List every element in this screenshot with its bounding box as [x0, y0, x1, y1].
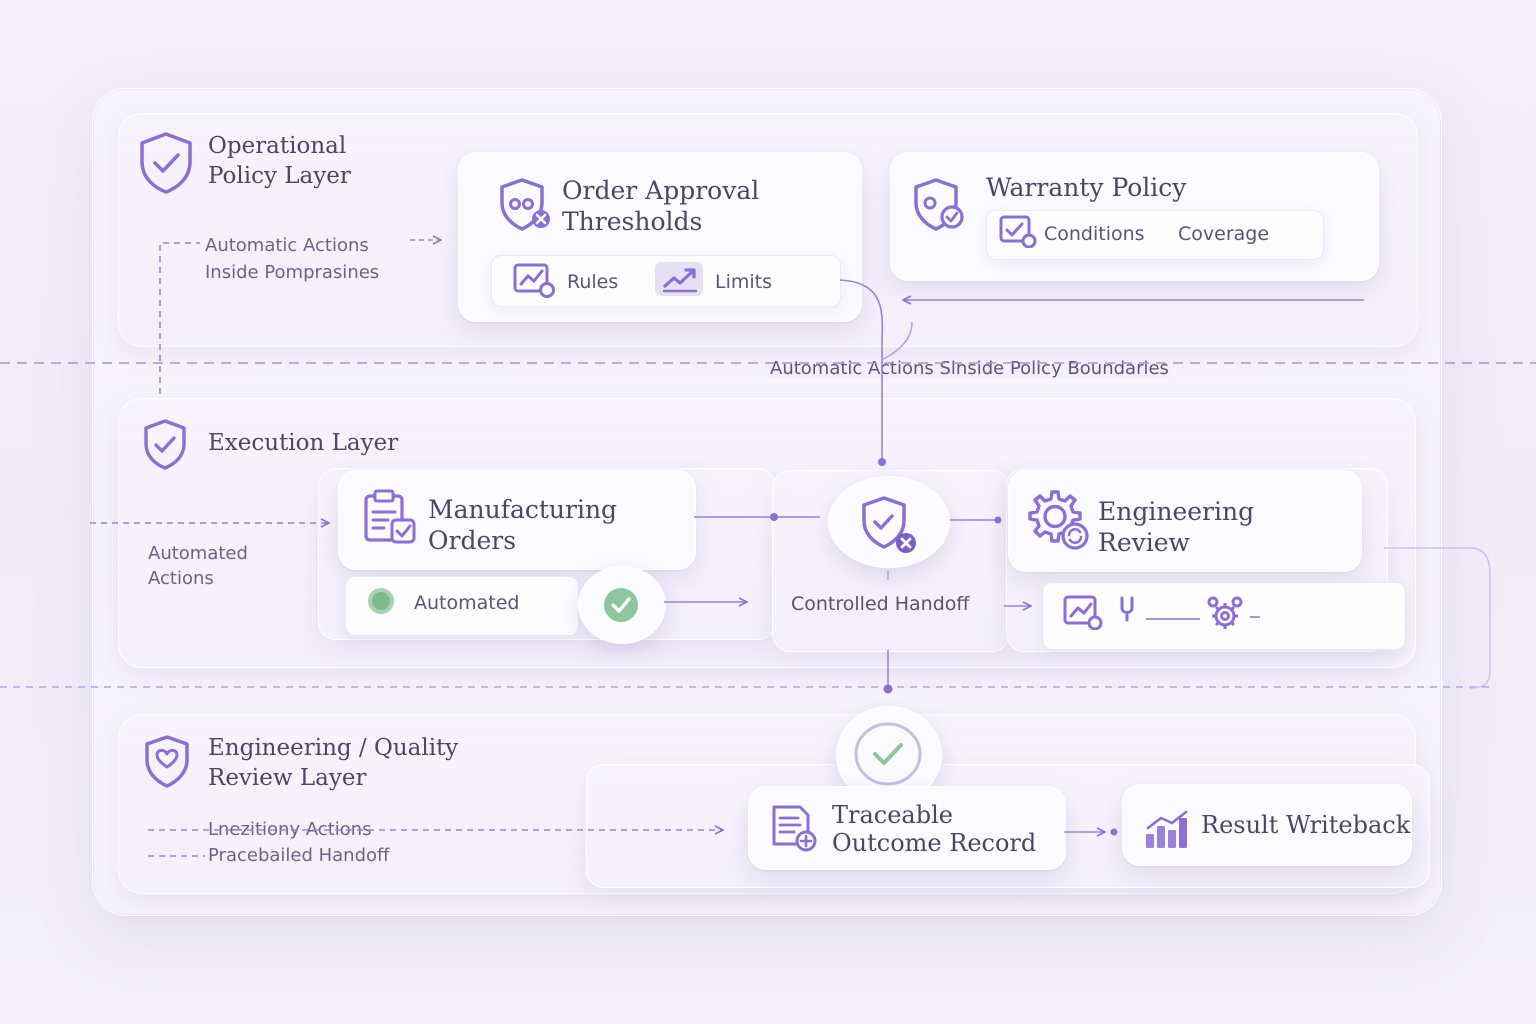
success-check-badge	[578, 566, 666, 644]
layer-title: Operational Policy Layer	[208, 131, 351, 191]
card-title-line: Thresholds	[562, 207, 703, 236]
rules-label[interactable]: Rules	[567, 271, 619, 293]
shield-link-icon	[500, 178, 550, 231]
layer-title-line: Review Layer	[208, 765, 367, 791]
chart-check-icon	[1063, 595, 1103, 630]
card-title: Manufacturing Orders	[428, 494, 617, 556]
divider-line	[1146, 618, 1200, 620]
card-title-line: Orders	[428, 526, 517, 555]
result-writeback-title: Result Writeback	[1201, 811, 1411, 839]
shield-check-icon	[144, 419, 186, 470]
result-writeback-card[interactable]	[1122, 784, 1412, 866]
card-title-line: Manufacturing	[428, 495, 618, 524]
card-title-line: Order Approval	[562, 176, 760, 205]
coverage-label[interactable]: Coverage	[1178, 223, 1270, 245]
layer-title: Engineering / Quality Review Layer	[208, 733, 458, 793]
status-dot-icon	[368, 588, 394, 614]
layer-note: Lnezitiony Actions Pracebailed Handoff	[208, 817, 389, 869]
engineering-review-card[interactable]	[1008, 470, 1362, 572]
note-line: Lnezitiony Actions	[208, 819, 372, 840]
check-circle-icon	[604, 588, 638, 622]
conditions-label[interactable]: Conditions	[1044, 223, 1145, 245]
card-title-line: Engineering	[1098, 497, 1255, 526]
execution-layer-title: Execution Layer	[208, 430, 399, 456]
chart-check-icon	[513, 263, 555, 298]
shield-heart-icon	[145, 735, 189, 788]
warranty-policy-title: Warranty Policy	[986, 173, 1187, 202]
card-title-line: Outcome Record	[832, 829, 1037, 857]
engineering-tools-row	[1042, 582, 1406, 650]
stethoscope-icon	[1120, 596, 1134, 622]
policy-boundary-label: Automatic Actions Slnside Policy Boundar…	[768, 358, 1171, 379]
automated-label: Automated	[414, 592, 520, 614]
note-line: Pracebailed Handoff	[208, 845, 390, 866]
layer-note: Automated Actions	[148, 541, 248, 591]
card-title: Engineering Review	[1098, 496, 1254, 558]
card-title-line: Traceable	[832, 801, 953, 829]
shield-check-icon	[140, 132, 192, 194]
check-circle-icon	[854, 722, 922, 786]
bar-chart-icon	[1146, 810, 1188, 848]
note-line: Automatic Actions	[205, 235, 369, 256]
shield-x-icon	[862, 496, 916, 553]
note-line: Automated	[148, 543, 248, 564]
note-line: Actions	[148, 568, 214, 589]
shield-badge-icon	[914, 178, 964, 231]
controlled-handoff-label: Controlled Handoff	[791, 593, 970, 615]
layer-title-line: Policy Layer	[208, 163, 351, 189]
handoff-shield-badge	[828, 476, 950, 568]
document-plus-icon	[772, 805, 817, 852]
card-title: Traceable Outcome Record	[832, 801, 1036, 857]
note-line: Inside Pomprasines	[205, 262, 380, 283]
divider-line	[1250, 616, 1260, 618]
conditions-coverage-row	[986, 210, 1324, 260]
gear-cycle-icon	[1028, 490, 1089, 550]
trend-up-icon	[662, 268, 698, 293]
card-title-line: Review	[1098, 528, 1190, 557]
layer-title-line: Operational	[208, 133, 347, 159]
layer-title-line: Engineering / Quality	[208, 735, 459, 761]
chart-check-icon	[999, 215, 1037, 248]
layer-note: Automatic Actions Inside Pomprasines	[205, 232, 379, 286]
people-gear-icon	[1207, 596, 1243, 629]
traceable-outcome-card[interactable]	[748, 786, 1066, 870]
limits-label[interactable]: Limits	[715, 271, 772, 293]
clipboard-check-icon	[364, 489, 416, 544]
card-title: Order Approval Thresholds	[562, 175, 759, 237]
